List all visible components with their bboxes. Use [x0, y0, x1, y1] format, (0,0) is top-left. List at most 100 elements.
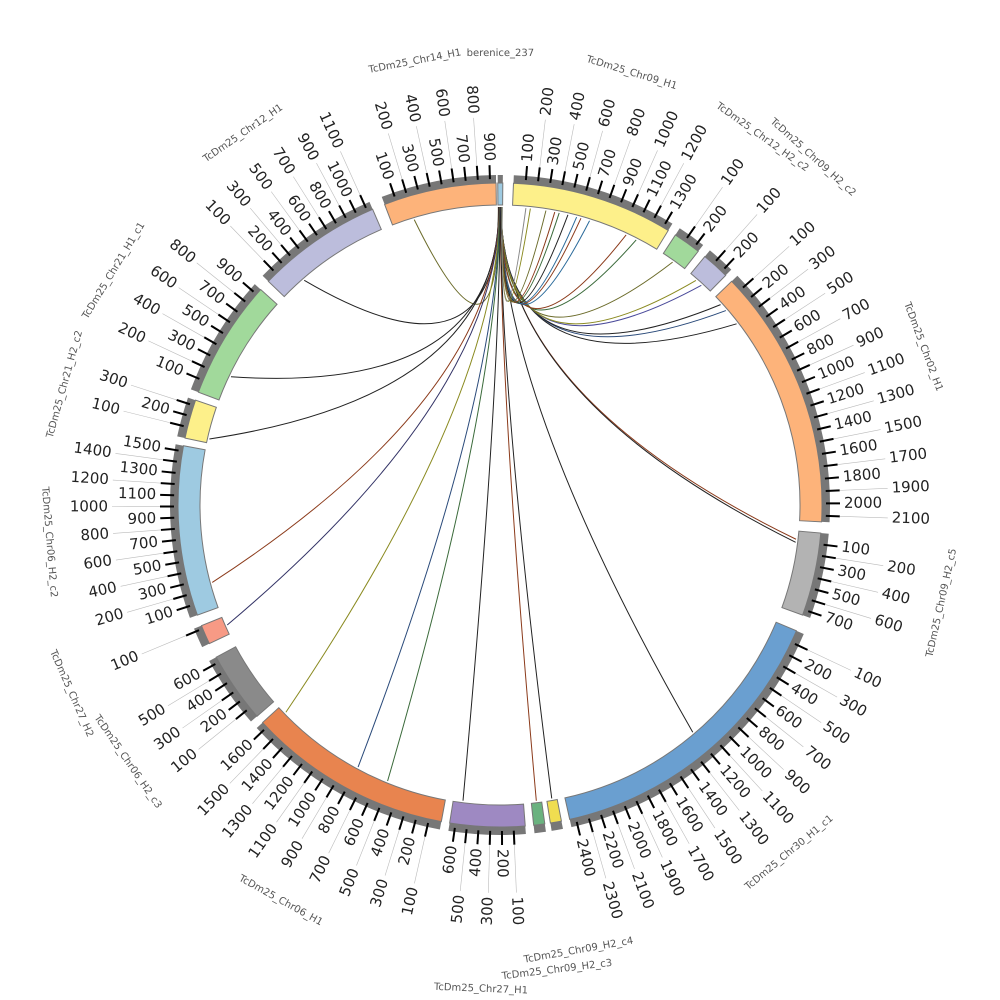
tick-mark: [262, 738, 274, 750]
segment-band: [261, 706, 446, 823]
tick-label: 700: [452, 133, 473, 163]
tick-label: 100: [518, 133, 538, 163]
tick-mark: [779, 329, 793, 339]
link-ribbon: [501, 207, 673, 318]
segment-tick-band: [703, 250, 732, 277]
tick-label: 100: [371, 149, 397, 182]
tick-mark: [719, 744, 731, 757]
tick-mark: [823, 463, 838, 468]
segment-tcdm25-chr06-h1: 1002003004005006007008009001000110012001…: [194, 706, 446, 928]
tick-label: 1000: [70, 497, 108, 515]
segment-name-label: berenice_237: [467, 48, 534, 59]
tick-label: 200: [699, 202, 731, 236]
tick-leader: [665, 801, 690, 844]
tick-label: 1800: [648, 807, 681, 849]
tick-mark: [210, 324, 224, 334]
link-ribbon: [226, 206, 500, 626]
link-ribbon: [500, 206, 796, 543]
segment-band: [383, 182, 497, 226]
tick-label: 400: [87, 578, 119, 602]
tick-mark: [389, 182, 396, 197]
tick-mark: [695, 232, 706, 246]
tick-mark: [314, 778, 324, 791]
tick-leader: [162, 313, 205, 338]
tick-label: 200: [759, 260, 793, 292]
tick-label: 2100: [892, 509, 931, 528]
tick-mark: [208, 672, 222, 682]
tick-leader: [293, 176, 320, 218]
tick-mark: [765, 307, 779, 318]
tick-mark: [318, 216, 328, 230]
tick-leader: [831, 581, 879, 593]
tick-label: 400: [880, 584, 912, 608]
tick-label: 200: [730, 228, 763, 261]
tick-mark: [686, 225, 696, 239]
links-layer: [209, 206, 797, 801]
tick-mark: [438, 170, 443, 185]
tick-label: 400: [775, 282, 809, 313]
tick-label: 800: [463, 85, 483, 115]
tick-label: 200: [886, 557, 917, 579]
tick-label: 1100: [759, 787, 798, 827]
tick-label: 300: [836, 691, 870, 721]
segment-tick-band: [177, 397, 198, 439]
tick-mark: [280, 244, 291, 257]
tick-label: 100: [753, 184, 785, 217]
tick-mark: [228, 700, 241, 711]
tick-label: 600: [439, 844, 461, 875]
segment-name-label: TcDm25_Chr09_H2_c5: [924, 548, 959, 660]
tick-label: 1000: [650, 108, 682, 150]
tick-label: 800: [80, 524, 110, 544]
tick-label: 300: [97, 366, 130, 392]
tick-label: 1700: [888, 444, 928, 466]
tick-label: 400: [130, 289, 164, 319]
tick-label: 1200: [677, 122, 711, 164]
tick-mark: [463, 166, 467, 181]
tick-mark: [813, 412, 828, 419]
tick-mark: [289, 236, 300, 250]
tick-label: 400: [466, 848, 486, 878]
tick-leader: [196, 262, 235, 294]
segment-name-label: TcDm25_Chr06_H2_c2: [39, 485, 59, 598]
tick-mark: [401, 179, 408, 194]
tick-mark: [233, 292, 246, 303]
tick-mark: [807, 610, 822, 617]
tick-mark: [690, 768, 700, 782]
tick-leader: [178, 287, 219, 315]
tick-mark: [585, 176, 591, 191]
tick-mark: [623, 805, 632, 820]
tick-label: 1400: [73, 438, 113, 461]
tick-mark: [475, 165, 479, 180]
segment-tcdm25-chr14-h1: 100200300400500600700800900TcDm25_Chr14_…: [367, 47, 499, 226]
tick-mark: [385, 812, 393, 826]
tick-label: 1300: [119, 458, 159, 480]
tick-label: 500: [245, 160, 276, 194]
tick-label: 500: [569, 140, 593, 172]
link-ribbon: [501, 207, 527, 302]
tick-mark: [806, 388, 820, 395]
tick-mark: [451, 827, 456, 842]
tick-mark: [635, 800, 644, 815]
tick-mark: [788, 654, 803, 663]
tick-mark: [825, 489, 840, 492]
tick-mark: [612, 810, 619, 825]
tick-label: 2100: [628, 869, 658, 911]
segment-band: [200, 616, 230, 645]
tick-mark: [549, 168, 554, 184]
tick-label: 100: [398, 885, 422, 917]
segment-name-label: TcDm25_Chr14_H1: [367, 47, 462, 76]
tick-mark: [814, 588, 829, 594]
tick-label: 500: [131, 556, 162, 579]
tick-label: 100: [108, 647, 141, 675]
tick-mark: [653, 205, 662, 219]
tick-label: 300: [150, 723, 184, 754]
segment-berenice-237: berenice_237: [467, 48, 534, 206]
segment-tick-band: [674, 228, 704, 253]
tick-mark: [754, 707, 767, 718]
tick-label: 700: [306, 853, 335, 887]
link-ribbon: [209, 206, 500, 440]
tick-mark: [620, 188, 628, 203]
tick-label: 700: [269, 144, 299, 178]
segment-band: [512, 182, 669, 250]
